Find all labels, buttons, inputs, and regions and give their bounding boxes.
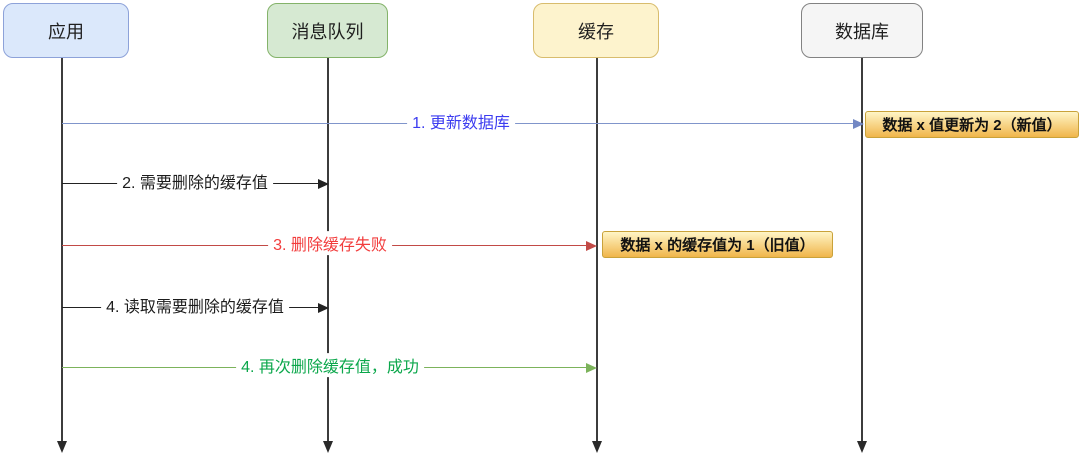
arrowhead-right-icon — [318, 179, 329, 189]
lifeline-arrow-down-icon — [856, 441, 867, 453]
actor-message-queue: 消息队列 — [267, 3, 388, 58]
note-database-new-value: 数据 x 值更新为 2（新值） — [865, 111, 1079, 138]
message-3-label: 3. 删除缓存失败 — [268, 231, 392, 256]
lifeline-arrow-down-icon — [322, 441, 333, 453]
actor-app: 应用 — [3, 3, 129, 58]
lifeline-arrow-down-icon — [56, 441, 67, 453]
arrowhead-right-icon — [853, 119, 864, 129]
actor-app-label: 应用 — [48, 21, 84, 42]
message-4-label: 4. 读取需要删除的缓存值 — [101, 293, 289, 318]
note-cache-old-value-label: 数据 x 的缓存值为 1（旧值） — [620, 237, 815, 254]
actor-database: 数据库 — [801, 3, 923, 58]
message-5-label: 4. 再次删除缓存值，成功 — [236, 353, 424, 378]
arrowhead-right-icon — [586, 241, 597, 251]
actor-cache-label: 缓存 — [578, 21, 614, 42]
arrowhead-right-icon — [318, 303, 329, 313]
actor-database-label: 数据库 — [835, 21, 889, 42]
lifeline-arrow-down-icon — [591, 441, 602, 453]
lifeline-database — [856, 58, 867, 453]
message-1-label: 1. 更新数据库 — [407, 109, 515, 134]
actor-message-queue-label: 消息队列 — [291, 21, 364, 42]
actor-cache: 缓存 — [533, 3, 659, 58]
message-2-label: 2. 需要删除的缓存值 — [117, 169, 273, 194]
lifeline-app — [56, 58, 67, 453]
note-database-new-value-label: 数据 x 值更新为 2（新值） — [882, 117, 1062, 134]
note-cache-old-value: 数据 x 的缓存值为 1（旧值） — [602, 231, 833, 258]
arrowhead-right-icon — [586, 363, 597, 373]
